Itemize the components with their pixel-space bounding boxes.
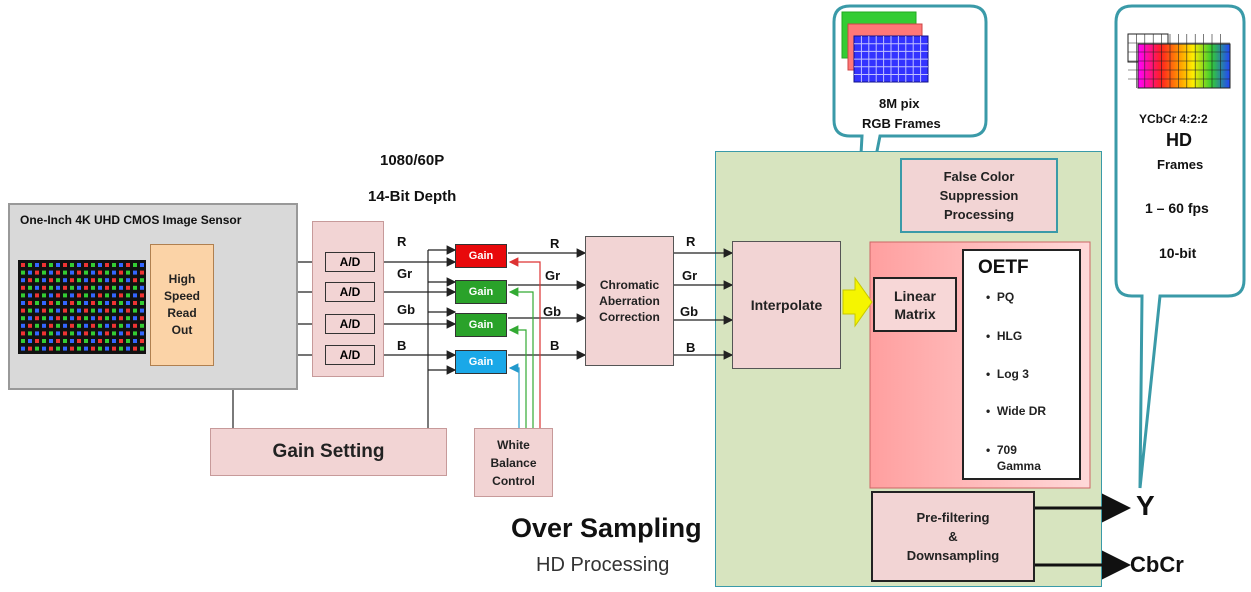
linear-matrix-block: Linear Matrix [873,277,957,332]
false-color-line-2: Suppression [939,188,1019,203]
ch-label-gb-1: Gb [397,302,416,317]
gain-b: Gain [455,350,507,374]
high-speed-readout: High Speed Read Out [150,244,214,366]
sensor-pixel-array [18,260,146,354]
oetf-item-pq-text: PQ [996,290,1015,304]
ch-label-gr-2: Gr [545,268,561,283]
oetf-item-widedr-text: Wide DR [996,404,1047,418]
oetf-item-log3: • Log 3 [986,367,1029,381]
callout-rgb-pixels: 8M pix [879,96,920,111]
adc-gb: A/D [325,314,375,334]
white-balance-line-1: White [497,437,530,452]
gain-gr: Gain [455,280,507,304]
linear-matrix-line-1: Linear [893,287,936,304]
readout-line-2: Speed [163,289,200,303]
readout-line-3: Read [167,306,197,320]
format-bit-depth: 14-Bit Depth [368,188,457,205]
linear-matrix-line-2: Matrix [894,305,936,322]
output-cbcr: CbCr [1130,552,1184,577]
gain-r: Gain [455,244,507,268]
readout-line-1: High [168,272,196,286]
rgb-frames-icon [841,11,929,83]
adc-r: A/D [325,252,375,272]
white-balance-line-2: Balance [490,455,537,470]
ch-label-r-2: R [550,236,560,251]
hd-callout-bubble [1114,4,1246,489]
ch-label-b-3: B [686,340,696,355]
oetf-item-hlg: • HLG [986,329,1023,343]
ch-label-gr-3: Gr [682,268,698,283]
gain-setting-block: Gain Setting [210,428,447,476]
oetf-item-log3-text: Log 3 [996,367,1029,381]
oetf-item-widedr: • Wide DR [986,404,1047,418]
ch-label-gb-3: Gb [680,304,699,319]
false-color-line-3: Processing [943,207,1015,222]
over-sampling-subtitle: HD Processing [536,554,670,576]
format-resolution: 1080/60P [380,152,445,169]
oetf-item-hlg-text: HLG [996,329,1023,343]
chromatic-line-3: Correction [599,310,660,324]
oetf-item-709-text: 709 Gamma [996,443,1041,473]
prefilter-line-1: Pre-filtering [916,510,990,525]
ch-label-b-2: B [550,338,560,353]
callout-rgb-frames: RGB Frames [862,116,941,131]
white-balance-block: White Balance Control [474,428,553,497]
ch-label-r-3: R [686,234,696,249]
false-color-line-1: False Color [943,169,1015,184]
ch-label-gr-1: Gr [397,266,413,281]
adc-gr: A/D [325,282,375,302]
ch-label-gb-2: Gb [543,304,562,319]
false-color-suppression-block: False Color Suppression Processing [900,158,1058,233]
prefilter-line-3: Downsampling [906,548,1000,563]
chromatic-line-1: Chromatic [599,278,660,292]
gain-gb: Gain [455,313,507,337]
sensor-title: One-Inch 4K UHD CMOS Image Sensor [20,213,242,227]
oetf-title: OETF [978,257,1029,278]
oetf-item-pq: • PQ [986,290,1015,304]
output-y: Y [1136,490,1155,521]
callout-hd-frames: Frames [1157,157,1204,172]
interpolate-block: Interpolate [732,241,841,369]
ch-label-r-1: R [397,234,407,249]
chromatic-aberration-block: Chromatic Aberration Correction [585,236,674,366]
callout-hd-title: HD [1166,130,1192,150]
prefilter-block: Pre-filtering & Downsampling [871,491,1035,582]
chromatic-line-2: Aberration [599,294,660,308]
readout-line-4: Out [171,323,193,337]
callout-hd-fps: 1 – 60 fps [1145,200,1209,216]
oetf-item-709: • 709 Gamma [986,443,1041,473]
ch-label-b-1: B [397,338,407,353]
callout-hd-format: YCbCr 4:2:2 [1139,112,1208,126]
callout-hd-bitdepth: 10-bit [1159,245,1197,261]
adc-b: A/D [325,345,375,365]
prefilter-line-2: & [948,529,958,544]
over-sampling-title: Over Sampling [511,513,702,543]
white-balance-line-3: Control [492,473,535,488]
oetf-block [962,249,1081,480]
